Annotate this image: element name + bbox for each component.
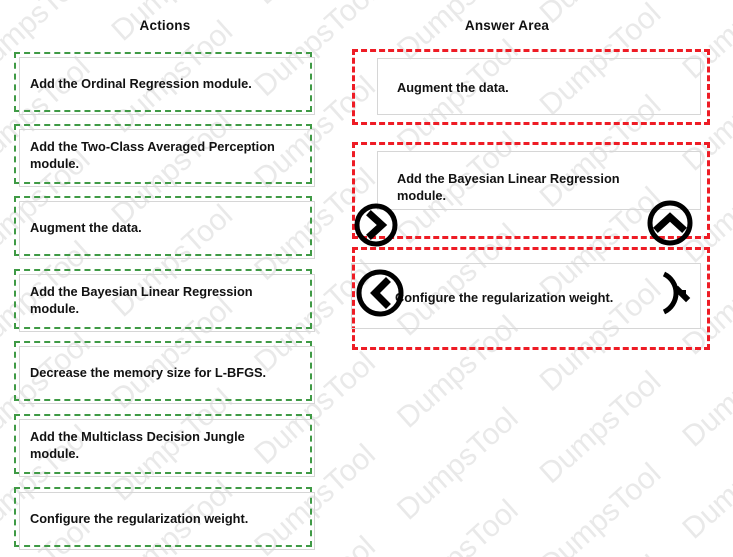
answer-item-label: Augment the data. bbox=[397, 80, 509, 95]
watermark-text: DumpsTool bbox=[248, 0, 382, 11]
actions-column-header: Actions bbox=[139, 18, 191, 33]
action-item-frame bbox=[19, 57, 315, 115]
action-item[interactable]: Add the Bayesian Linear Regression modul… bbox=[14, 269, 315, 332]
action-item-frame bbox=[19, 274, 315, 332]
action-item[interactable]: Add the Two-Class Averaged Perception mo… bbox=[14, 124, 315, 187]
answer-area-column-header: Answer Area bbox=[464, 18, 550, 33]
action-item[interactable]: Add the Multiclass Decision Jungle modul… bbox=[14, 414, 315, 477]
action-item-frame bbox=[19, 419, 315, 477]
action-item-label: Add the Multiclass Decision Jungle modul… bbox=[30, 429, 245, 461]
answer-item-frame bbox=[377, 58, 701, 115]
watermark-text: DumpsTool bbox=[390, 401, 525, 527]
action-item[interactable]: Augment the data. bbox=[14, 196, 315, 259]
answer-item-label: Add the Bayesian Linear Regression modul… bbox=[397, 171, 620, 203]
action-item-frame bbox=[19, 201, 315, 259]
watermark-text: DumpsTool bbox=[676, 420, 733, 546]
action-item-label: Add the Two-Class Averaged Perception mo… bbox=[30, 139, 275, 171]
action-item-label: Configure the regularization weight. bbox=[30, 511, 249, 526]
answer-item-frame bbox=[351, 263, 701, 329]
answer-item-label: Configure the regularization weight. bbox=[395, 290, 614, 305]
chevron-right-circle-icon[interactable] bbox=[352, 201, 400, 249]
action-item[interactable]: Decrease the memory size for L-BFGS. bbox=[14, 341, 315, 404]
watermark-text: DumpsTool bbox=[533, 457, 668, 557]
action-item-label: Add the Bayesian Linear Regression modul… bbox=[30, 284, 253, 316]
action-item-frame bbox=[19, 129, 315, 187]
arrow-down-right-circle-icon[interactable] bbox=[656, 265, 708, 321]
watermark-text: DumpsTool bbox=[533, 365, 668, 490]
chevron-left-circle-icon[interactable] bbox=[354, 265, 406, 321]
action-item-label: Decrease the memory size for L-BFGS. bbox=[30, 365, 267, 380]
action-item-frame bbox=[19, 346, 315, 404]
action-item-label: Add the Ordinal Regression module. bbox=[30, 76, 252, 91]
chevron-up-circle-icon[interactable] bbox=[645, 198, 695, 248]
action-item-label: Augment the data. bbox=[30, 220, 142, 235]
action-item-frame bbox=[19, 492, 315, 550]
watermark-text: DumpsTool bbox=[390, 493, 525, 557]
answer-drop-zone[interactable]: Augment the data. bbox=[352, 49, 710, 125]
watermark-text: DumpsTool bbox=[676, 512, 733, 557]
answer-drop-zone[interactable]: Configure the regularization weight. bbox=[351, 247, 710, 350]
answer-item-frame bbox=[377, 151, 701, 210]
action-item[interactable]: Configure the regularization weight. bbox=[14, 487, 315, 550]
answer-drop-zone[interactable]: Add the Bayesian Linear Regression modul… bbox=[352, 142, 710, 239]
action-item[interactable]: Add the Ordinal Regression module. bbox=[14, 52, 315, 115]
watermark-text: DumpsTool bbox=[534, 549, 668, 557]
